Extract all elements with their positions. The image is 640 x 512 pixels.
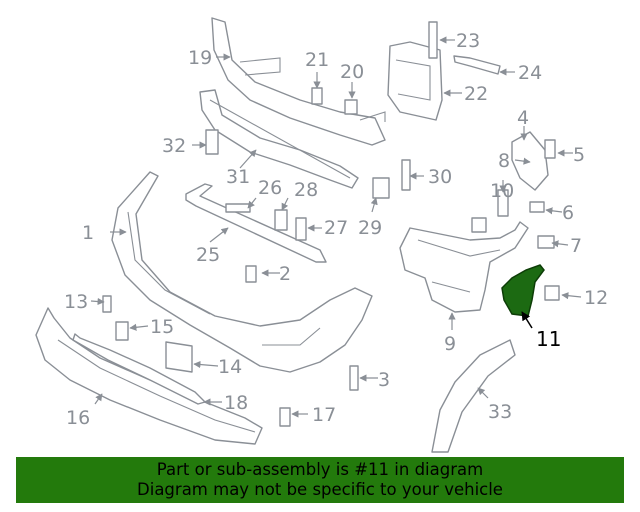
callout-18: 18 [224, 392, 248, 414]
part-25-bracket-bar [185, 183, 327, 263]
banner-line-1: Part or sub-assembly is #11 in diagram [156, 460, 484, 479]
callout-32: 32 [162, 135, 186, 157]
callout-30: 30 [428, 166, 452, 188]
part-19-reinforcement [211, 17, 386, 146]
info-banner: Part or sub-assembly is #11 in diagram D… [16, 457, 624, 503]
callout-24: 24 [518, 62, 542, 84]
callout-28: 28 [294, 179, 318, 201]
part-16-lower-spoiler [35, 307, 263, 445]
callout-8: 8 [498, 150, 510, 172]
callout-19: 19 [188, 47, 212, 69]
callout-23: 23 [456, 30, 480, 52]
callout-27: 27 [324, 217, 348, 239]
callout-1: 1 [82, 222, 94, 244]
part-11-highlighted [501, 264, 545, 317]
part-24-strip [453, 55, 501, 75]
part-14-plate-bracket [165, 341, 193, 373]
callout-2: 2 [279, 263, 291, 285]
part-22-deflector [387, 41, 443, 121]
parts-diagram: 1 2 3 4 5 6 7 8 9 10 11 12 13 14 15 16 1… [35, 17, 608, 453]
callout-20: 20 [340, 61, 364, 83]
callout-16: 16 [66, 407, 90, 429]
callout-13: 13 [64, 291, 88, 313]
leader-lines [90, 36, 582, 418]
callout-6: 6 [562, 202, 574, 224]
part-31-impact-bar [199, 89, 359, 189]
callout-26: 26 [258, 177, 282, 199]
callout-14: 14 [218, 356, 242, 378]
callout-33: 33 [488, 401, 512, 423]
callout-22: 22 [464, 83, 488, 105]
callout-9: 9 [444, 333, 456, 355]
callout-12: 12 [584, 287, 608, 309]
part-4-bracket [511, 131, 549, 191]
callout-31: 31 [226, 166, 250, 188]
callout-25: 25 [196, 244, 220, 266]
callout-7: 7 [570, 235, 582, 257]
callout-29: 29 [358, 217, 382, 239]
callout-11-highlighted: 11 [536, 327, 561, 351]
part-9-carrier [399, 221, 529, 313]
banner-line-2: Diagram may not be specific to your vehi… [137, 480, 503, 499]
callout-3: 3 [378, 369, 390, 391]
callout-15: 15 [150, 316, 174, 338]
callout-labels: 1 2 3 4 5 6 7 8 9 10 11 12 13 14 15 16 1… [64, 30, 608, 429]
part-1-bumper-cover [111, 171, 373, 373]
part-33-wheel-arch-trim [431, 339, 516, 453]
callout-5: 5 [573, 144, 585, 166]
callout-17: 17 [312, 404, 336, 426]
callout-4: 4 [517, 107, 529, 129]
callout-21: 21 [305, 49, 329, 71]
callout-10: 10 [490, 180, 514, 202]
